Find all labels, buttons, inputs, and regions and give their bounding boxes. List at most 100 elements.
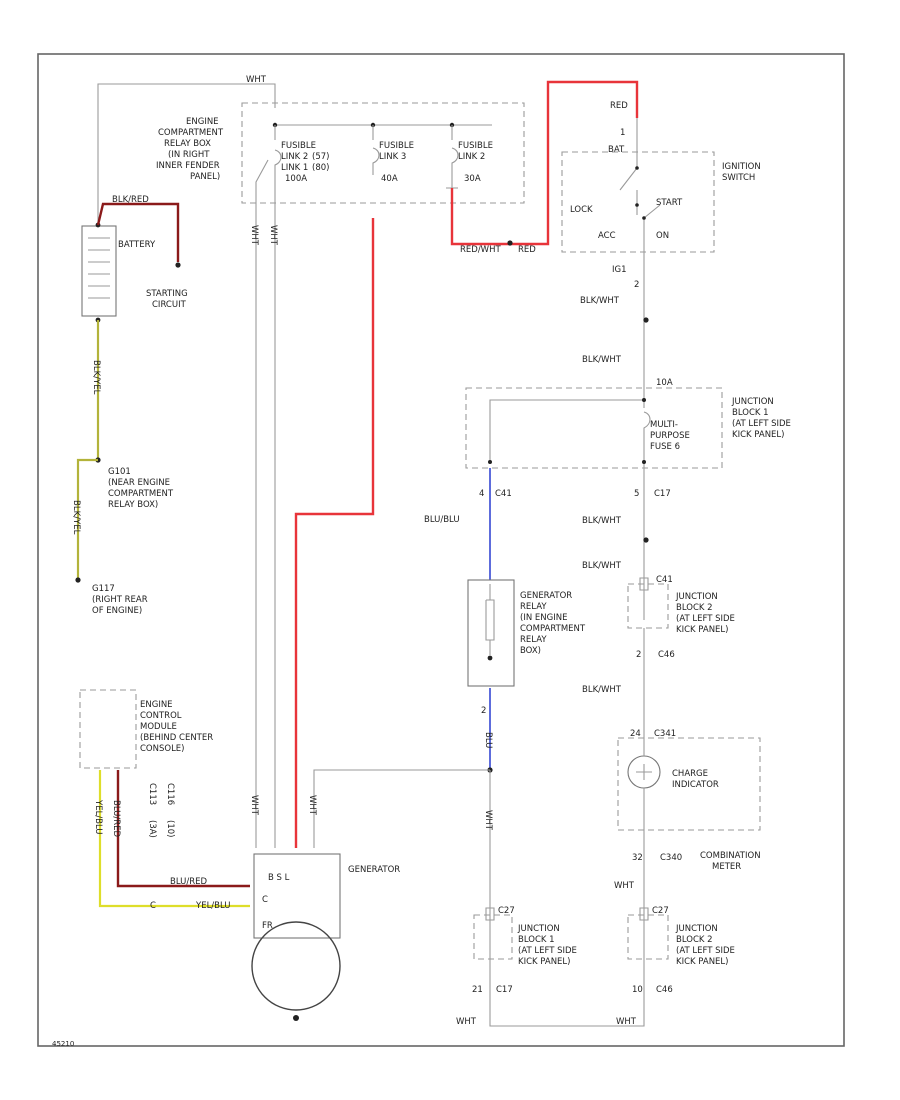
svg-text:(57): (57) — [312, 152, 329, 162]
diagram-frame — [37, 53, 845, 1047]
junction-block-1-outline — [465, 387, 723, 469]
svg-text:WHT: WHT — [249, 795, 259, 816]
svg-text:CHARGE: CHARGE — [672, 769, 708, 779]
svg-text:4: 4 — [479, 489, 484, 499]
label-blu-wire: BLU/BLU — [424, 515, 460, 525]
svg-text:BLU/RED: BLU/RED — [111, 800, 121, 838]
label-pin-2: 2 — [634, 280, 639, 290]
label-pin-1: 1 — [620, 128, 625, 138]
svg-text:ACC: ACC — [598, 231, 616, 241]
wire-ecm-yellow — [98, 770, 250, 908]
svg-text:WHT: WHT — [616, 1017, 637, 1027]
svg-text:RELAY: RELAY — [520, 602, 547, 612]
svg-text:C27: C27 — [652, 906, 669, 916]
svg-text:C27: C27 — [498, 906, 515, 916]
ground-g101-label: G101 (NEAR ENGINE COMPARTMENT RELAY BOX) — [108, 467, 174, 510]
svg-text:CIRCUIT: CIRCUIT — [152, 300, 187, 310]
generator-body — [253, 853, 341, 939]
svg-text:40A: 40A — [381, 174, 398, 184]
svg-text:START: START — [656, 198, 683, 208]
svg-text:C: C — [150, 901, 156, 911]
charge-indicator-lamp — [627, 740, 661, 850]
battery: BATTERY — [81, 222, 156, 323]
svg-text:YEL/BLU: YEL/BLU — [93, 799, 103, 835]
wire-gen-b-red — [294, 218, 375, 848]
svg-text:WHT: WHT — [456, 1017, 477, 1027]
svg-text:(RIGHT REAR: (RIGHT REAR — [92, 595, 148, 605]
svg-text:GENERATOR: GENERATOR — [520, 591, 572, 601]
svg-text:LINK 3: LINK 3 — [379, 152, 406, 162]
svg-text:ON: ON — [656, 231, 669, 241]
svg-text:BLOCK 1: BLOCK 1 — [518, 935, 555, 945]
svg-text:COMPARTMENT: COMPARTMENT — [158, 128, 224, 138]
ignition-switch-contacts — [619, 118, 661, 278]
svg-text:10: 10 — [632, 985, 643, 995]
label-jb2-conn: C41 — [656, 575, 673, 585]
starting-circuit-label: STARTING CIRCUIT — [146, 289, 188, 310]
svg-text:METER: METER — [712, 862, 741, 872]
combination-meter-outline — [617, 737, 761, 831]
wire-ground-g117 — [76, 458, 98, 578]
label-top-wire: WHT — [246, 75, 267, 85]
svg-text:COMBINATION: COMBINATION — [700, 851, 761, 861]
svg-text:C41: C41 — [495, 489, 512, 499]
junction-block-2-label: JUNCTION BLOCK 2 (AT LEFT SIDE KICK PANE… — [675, 592, 735, 635]
svg-text:(AT LEFT SIDE: (AT LEFT SIDE — [518, 946, 577, 956]
svg-text:KICK PANEL): KICK PANEL) — [676, 957, 728, 967]
ignition-switch-outline — [561, 151, 715, 253]
svg-text:LINK 1: LINK 1 — [281, 163, 308, 173]
svg-text:RELAY BOX): RELAY BOX) — [108, 500, 158, 510]
svg-text:C341: C341 — [654, 729, 676, 739]
svg-text:(BEHIND CENTER: (BEHIND CENTER — [140, 733, 213, 743]
label-relay-pin: 2 — [481, 706, 486, 716]
svg-text:LINK 2: LINK 2 — [281, 152, 308, 162]
generator-label: GENERATOR — [348, 865, 400, 875]
svg-text:OF ENGINE): OF ENGINE) — [92, 606, 142, 616]
label-wire-bw-2: BLK/WHT — [582, 355, 622, 365]
jb2-fuse — [639, 577, 649, 620]
svg-text:WHT: WHT — [483, 810, 493, 831]
label-wire-bw-5: BLK/WHT — [582, 685, 622, 695]
junction-block-1-label: JUNCTION BLOCK 1 (AT LEFT SIDE KICK PANE… — [731, 397, 791, 440]
svg-text:WHT: WHT — [307, 795, 317, 816]
svg-text:5: 5 — [634, 489, 639, 499]
combination-meter-label: COMBINATION METER — [700, 851, 761, 872]
junction-block-br-label: JUNCTION BLOCK 2 (AT LEFT SIDE KICK PANE… — [675, 924, 735, 967]
svg-text:WHT: WHT — [268, 225, 278, 246]
svg-text:C17: C17 — [496, 985, 513, 995]
svg-text:(IN ENGINE: (IN ENGINE — [520, 613, 567, 623]
svg-text:FUSE 6: FUSE 6 — [650, 442, 680, 452]
wire-red-ignition-feed — [450, 80, 639, 246]
generator-terminals: B S L — [268, 873, 290, 883]
svg-text:INNER FENDER: INNER FENDER — [156, 161, 220, 171]
svg-text:21: 21 — [472, 985, 483, 995]
junction-block-bl-label: JUNCTION BLOCK 1 (AT LEFT SIDE KICK PANE… — [517, 924, 577, 967]
svg-text:FUSIBLE: FUSIBLE — [281, 141, 316, 151]
fusible-link-2: FUSIBLE LINK 3 40A — [372, 125, 414, 184]
svg-text:C17: C17 — [654, 489, 671, 499]
svg-text:(10): (10) — [165, 820, 175, 837]
wire-gen-l — [313, 769, 490, 848]
svg-text:CONSOLE): CONSOLE) — [140, 744, 185, 754]
relay-box-title: ENGINE COMPARTMENT RELAY BOX (IN RIGHT I… — [156, 117, 224, 182]
battery-label: BATTERY — [118, 240, 156, 250]
wire-battery-starting — [96, 202, 180, 262]
svg-text:COMPARTMENT: COMPARTMENT — [108, 489, 174, 499]
label-jb1-fuse-amp: 10A — [656, 378, 673, 388]
svg-text:MODULE: MODULE — [140, 722, 177, 732]
svg-text:JUNCTION: JUNCTION — [731, 397, 774, 407]
jb1-internal-feed — [489, 399, 644, 462]
svg-text:C113: C113 — [147, 783, 157, 805]
svg-text:YEL/BLU: YEL/BLU — [195, 901, 231, 911]
label-wire-bw-1: BLK/WHT — [580, 296, 620, 306]
svg-text:BLOCK 2: BLOCK 2 — [676, 603, 713, 613]
label-relay-blu: BLU — [483, 732, 493, 748]
svg-text:(AT LEFT SIDE: (AT LEFT SIDE — [676, 946, 735, 956]
ignition-switch-label: IGNITION SWITCH — [722, 162, 761, 183]
svg-text:FUSIBLE: FUSIBLE — [379, 141, 414, 151]
wire-ecm-red — [116, 770, 250, 888]
svg-text:C46: C46 — [658, 650, 675, 660]
svg-text:G117: G117 — [92, 584, 115, 594]
label-bat: BAT — [608, 145, 625, 155]
